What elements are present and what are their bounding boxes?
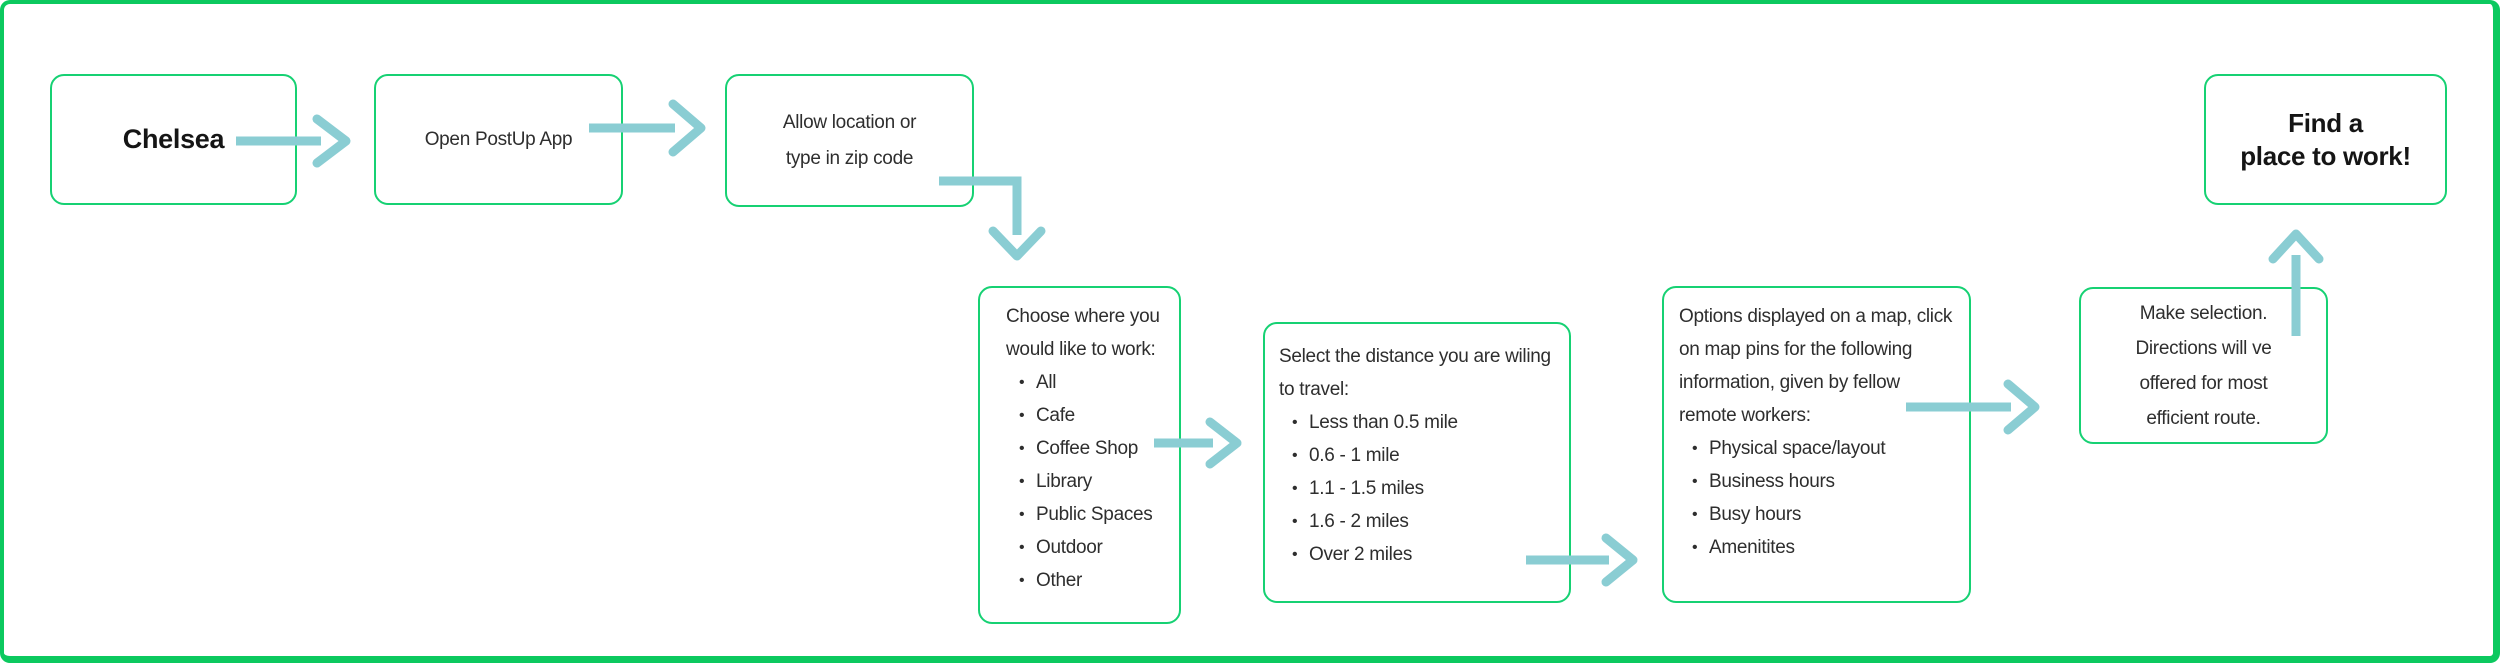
bullet-text: Business hours [1709, 471, 1835, 492]
node-map-options: Options displayed on a map, click on map … [1662, 286, 1971, 603]
node-choose-place-bullets: • All • Cafe • Coffee Shop • Library • Public Spa… [1006, 366, 1179, 597]
bullet-dot-icon: • [1292, 447, 1298, 464]
bullet-dot-icon: • [1292, 480, 1298, 497]
bullet-text: Public Spaces [1036, 504, 1153, 525]
bullet-text: Outdoor [1036, 537, 1103, 558]
list-line: • Coffee Shop [1006, 432, 1179, 465]
list-line: • 1.1 - 1.5 miles [1279, 472, 1569, 505]
bullet-dot-icon: • [1292, 414, 1298, 431]
bullet-text: 1.6 - 2 miles [1309, 511, 1409, 532]
list-line: Choose where you [1006, 306, 1160, 327]
list-line: • Cafe [1006, 399, 1179, 432]
list-line: Directions will ve [2135, 337, 2272, 359]
bullet-text: Busy hours [1709, 504, 1802, 525]
bullet-text: Cafe [1036, 405, 1075, 426]
node-map-options-bullets: • Physical space/layout • Business hours • Bu… [1679, 432, 1969, 564]
list-line: • Outdoor [1006, 531, 1179, 564]
bullet-text: Other [1036, 570, 1083, 591]
list-line: • Business hours [1679, 465, 1969, 498]
bullet-dot-icon: • [1692, 473, 1698, 490]
bullet-text: Amenitites [1709, 537, 1795, 558]
list-line: Select the distance you are wiling [1279, 346, 1551, 367]
node-allow-location: Allow location or type in zip code [725, 74, 974, 207]
node-chelsea: Chelsea [50, 74, 297, 205]
node-open-app-label: Open PostUp App [424, 128, 573, 150]
node-selection: Make selection. Directions will ve offered… [2079, 287, 2328, 444]
bullet-text: 0.6 - 1 mile [1309, 445, 1400, 466]
node-chelsea-label: Chelsea [122, 124, 225, 154]
list-line: on map pins for the following [1679, 339, 1913, 360]
bullet-dot-icon: • [1692, 440, 1698, 457]
node-choose-place: Choose where you would like to work: • All… [978, 286, 1181, 624]
bullet-dot-icon: • [1019, 539, 1025, 556]
list-line: information, given by fellow [1679, 372, 1900, 393]
node-choose-place-title: Choose where you would like to work: [1006, 300, 1179, 366]
bullet-dot-icon: • [1019, 473, 1025, 490]
node-map-options-title: Options displayed on a map, click on map … [1679, 300, 1969, 432]
list-line: • Over 2 miles [1279, 538, 1569, 571]
bullet-text: Over 2 miles [1309, 544, 1413, 565]
bullet-dot-icon: • [1019, 374, 1025, 391]
list-line: • 1.6 - 2 miles [1279, 505, 1569, 538]
bullet-dot-icon: • [1019, 506, 1025, 523]
bullet-text: 1.1 - 1.5 miles [1309, 478, 1424, 499]
bullet-dot-icon: • [1292, 513, 1298, 530]
list-line: • Library [1006, 465, 1179, 498]
bullet-dot-icon: • [1019, 407, 1025, 424]
bullet-text: All [1036, 372, 1057, 393]
list-line: remote workers: [1679, 405, 1811, 426]
list-line: • Other [1006, 564, 1179, 597]
list-line: • All [1006, 366, 1179, 399]
bullet-dot-icon: • [1019, 440, 1025, 457]
bullet-dot-icon: • [1692, 506, 1698, 523]
list-line: • Busy hours [1679, 498, 1969, 531]
list-line: • Less than 0.5 mile [1279, 406, 1569, 439]
list-line: to travel: [1279, 379, 1349, 400]
node-distance: Select the distance you are wiling to tra… [1263, 322, 1571, 603]
node-open-app: Open PostUp App [374, 74, 623, 205]
bullet-dot-icon: • [1019, 572, 1025, 589]
bullet-text: Coffee Shop [1036, 438, 1138, 459]
list-line: offered for most [2139, 372, 2268, 394]
bullet-text: Physical space/layout [1709, 438, 1886, 459]
list-line: • 0.6 - 1 mile [1279, 439, 1569, 472]
list-line: • Physical space/layout [1679, 432, 1969, 465]
list-line: Allow location or [782, 111, 917, 133]
list-line: Options displayed on a map, click [1679, 306, 1953, 327]
bullet-dot-icon: • [1292, 546, 1298, 563]
node-allow-location-lines: Allow location or type in zip code [782, 105, 917, 177]
list-line: efficient route. [2146, 407, 2261, 429]
list-line: Make selection. [2139, 302, 2268, 324]
bullet-text: Less than 0.5 mile [1309, 412, 1458, 433]
list-line: • Public Spaces [1006, 498, 1179, 531]
list-line: • Amenitites [1679, 531, 1969, 564]
bullet-text: Library [1036, 471, 1092, 492]
node-selection-lines: Make selection. Directions will ve offered… [2135, 296, 2271, 436]
bullet-dot-icon: • [1692, 539, 1698, 556]
node-distance-bullets: • Less than 0.5 mile • 0.6 - 1 mile • 1.1 - 1… [1279, 406, 1569, 571]
list-line: Find a [2288, 107, 2363, 138]
list-line: would like to work: [1006, 339, 1156, 360]
list-line: type in zip code [785, 147, 914, 169]
node-distance-title: Select the distance you are wiling to tra… [1279, 340, 1569, 406]
list-line: place to work! [2240, 140, 2411, 171]
